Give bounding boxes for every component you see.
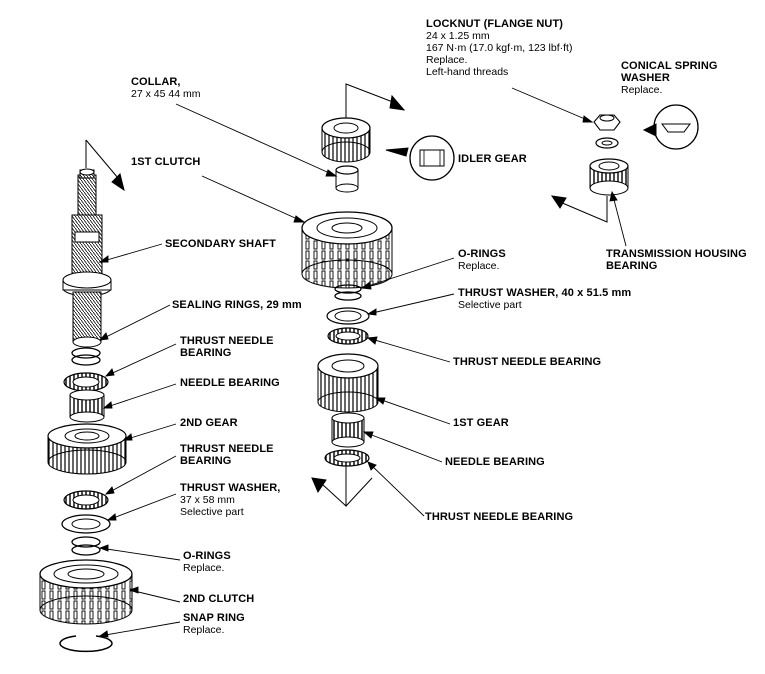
label-first-gear-title: 1ST GEAR: [453, 417, 509, 429]
label-needle-bearing-left: NEEDLE BEARING: [180, 377, 280, 389]
label-tnb-right-lower-title: THRUST NEEDLE BEARING: [425, 511, 574, 523]
label-thb-title: TRANSMISSION HOUSING: [606, 248, 747, 260]
collar: [335, 165, 359, 193]
label-conical-note: Replace.: [621, 84, 663, 96]
washer-detail: [642, 104, 699, 150]
label-collar: COLLAR, 27 x 45 44 mm: [131, 76, 200, 100]
label-o-rings-lower-title: O-RINGS: [183, 550, 231, 562]
thrust-needle-bearing-center-lower: [324, 449, 370, 467]
label-tnb-left-lower-title: THRUST NEEDLE: [180, 443, 274, 455]
label-thrust-washer-upper-note: Selective part: [458, 299, 522, 311]
label-sealing-rings-title: SEALING RINGS, 29 mm: [172, 299, 302, 311]
label-thrust-washer-lower: THRUST WASHER, 37 x 58 mm Selective part: [180, 482, 280, 518]
first-gear: [317, 353, 379, 413]
label-idler-gear-title: IDLER GEAR: [458, 153, 527, 165]
label-conical-title2: WASHER: [621, 72, 670, 84]
label-thrust-washer-upper: THRUST WASHER, 40 x 51.5 mm Selective pa…: [458, 287, 631, 311]
label-thrust-needle-right-upper: THRUST NEEDLE BEARING: [453, 356, 601, 368]
snap-ring: [59, 635, 113, 653]
label-o-rings-upper-title: O-RINGS: [458, 248, 506, 260]
label-first-clutch-title: 1ST CLUTCH: [131, 156, 201, 168]
label-tnb-left-upper-title: THRUST NEEDLE: [180, 335, 274, 347]
label-first-clutch: 1ST CLUTCH: [131, 156, 200, 168]
o-rings-lower: [71, 536, 101, 556]
idler-gear-detail: [385, 135, 455, 181]
label-transmission-housing-bearing: TRANSMISSION HOUSING BEARING: [606, 248, 747, 272]
o-rings-upper: [334, 284, 362, 301]
label-needle-bearing-right-title: NEEDLE BEARING: [445, 456, 545, 468]
label-locknut-note: Left-hand threads: [426, 66, 509, 78]
label-needle-bearing-left-title: NEEDLE BEARING: [180, 377, 280, 389]
label-o-rings-lower: O-RINGS Replace.: [183, 550, 231, 574]
label-locknut-note: 167 N·m (17.0 kgf·m, 123 lbf·ft): [426, 42, 573, 54]
label-conical-spring-washer: CONICAL SPRING WASHER Replace.: [621, 60, 718, 96]
label-thrust-needle-right-lower: THRUST NEEDLE BEARING: [425, 511, 573, 523]
label-needle-bearing-right: NEEDLE BEARING: [445, 456, 545, 468]
label-thrust-washer-lower-note: 37 x 58 mm: [180, 494, 235, 506]
label-locknut: LOCKNUT (FLANGE NUT) 24 x 1.25 mm 167 N·…: [426, 18, 572, 78]
label-locknut-note: Replace.: [426, 54, 468, 66]
label-thrust-washer-lower-title: THRUST WASHER,: [180, 482, 281, 494]
center-axis-marker: [311, 83, 406, 508]
conical-spring-washer: [595, 137, 619, 149]
label-thb-title2: BEARING: [606, 260, 658, 272]
label-second-gear-title: 2ND GEAR: [180, 417, 238, 429]
idler-gear: [321, 117, 371, 163]
thrust-needle-bearing-center: [327, 327, 369, 345]
label-tnb-left-upper-title2: BEARING: [180, 347, 232, 359]
label-snap-ring: SNAP RING Replace.: [183, 612, 245, 636]
label-thrust-washer-upper-title: THRUST WASHER, 40 x 51.5 mm: [458, 287, 632, 299]
label-idler-gear: IDLER GEAR: [458, 153, 527, 165]
label-snap-ring-note: Replace.: [183, 624, 225, 636]
secondary-shaft: [62, 168, 112, 348]
label-locknut-title: LOCKNUT (FLANGE NUT): [426, 18, 564, 30]
label-first-gear: 1ST GEAR: [453, 417, 509, 429]
needle-bearing-left: [69, 389, 105, 423]
label-o-rings-lower-note: Replace.: [183, 562, 225, 574]
label-snap-ring-title: SNAP RING: [183, 612, 245, 624]
label-thrust-needle-left-upper: THRUST NEEDLE BEARING: [180, 335, 274, 359]
label-tnb-left-lower-title2: BEARING: [180, 455, 232, 467]
thrust-washer-upper: [326, 307, 370, 325]
label-second-clutch: 2ND CLUTCH: [183, 593, 254, 605]
needle-bearing-center: [331, 412, 365, 448]
sealing-rings: [71, 347, 101, 366]
label-conical-title: CONICAL SPRING: [621, 60, 718, 72]
label-collar-note: 27 x 45 44 mm: [131, 88, 201, 100]
label-thrust-needle-left-lower: THRUST NEEDLE BEARING: [180, 443, 274, 467]
label-o-rings-upper-note: Replace.: [458, 260, 500, 272]
thrust-washer-left: [61, 514, 111, 534]
second-gear: [47, 423, 127, 475]
locknut: [593, 114, 621, 131]
label-second-gear: 2ND GEAR: [180, 417, 238, 429]
thrust-needle-bearing-left-upper: [63, 372, 109, 392]
label-locknut-note: 24 x 1.25 mm: [426, 30, 490, 42]
first-clutch: [301, 211, 393, 289]
label-o-rings-upper: O-RINGS Replace.: [458, 248, 506, 272]
label-second-clutch-title: 2ND CLUTCH: [183, 593, 255, 605]
label-secondary-shaft: SECONDARY SHAFT: [165, 238, 276, 250]
label-secondary-shaft-title: SECONDARY SHAFT: [165, 238, 276, 250]
second-clutch: [39, 559, 133, 625]
label-tnb-right-upper-title: THRUST NEEDLE BEARING: [453, 356, 602, 368]
left-axis-marker: [85, 139, 125, 192]
label-thrust-washer-lower-note: Selective part: [180, 506, 244, 518]
thrust-needle-bearing-left-lower: [63, 490, 109, 510]
label-collar-title: COLLAR,: [131, 76, 181, 88]
leader-lines: [98, 87, 627, 638]
right-axis-marker: [550, 195, 608, 223]
transmission-housing-bearing: [589, 158, 629, 196]
label-sealing-rings: SEALING RINGS, 29 mm: [172, 299, 302, 311]
